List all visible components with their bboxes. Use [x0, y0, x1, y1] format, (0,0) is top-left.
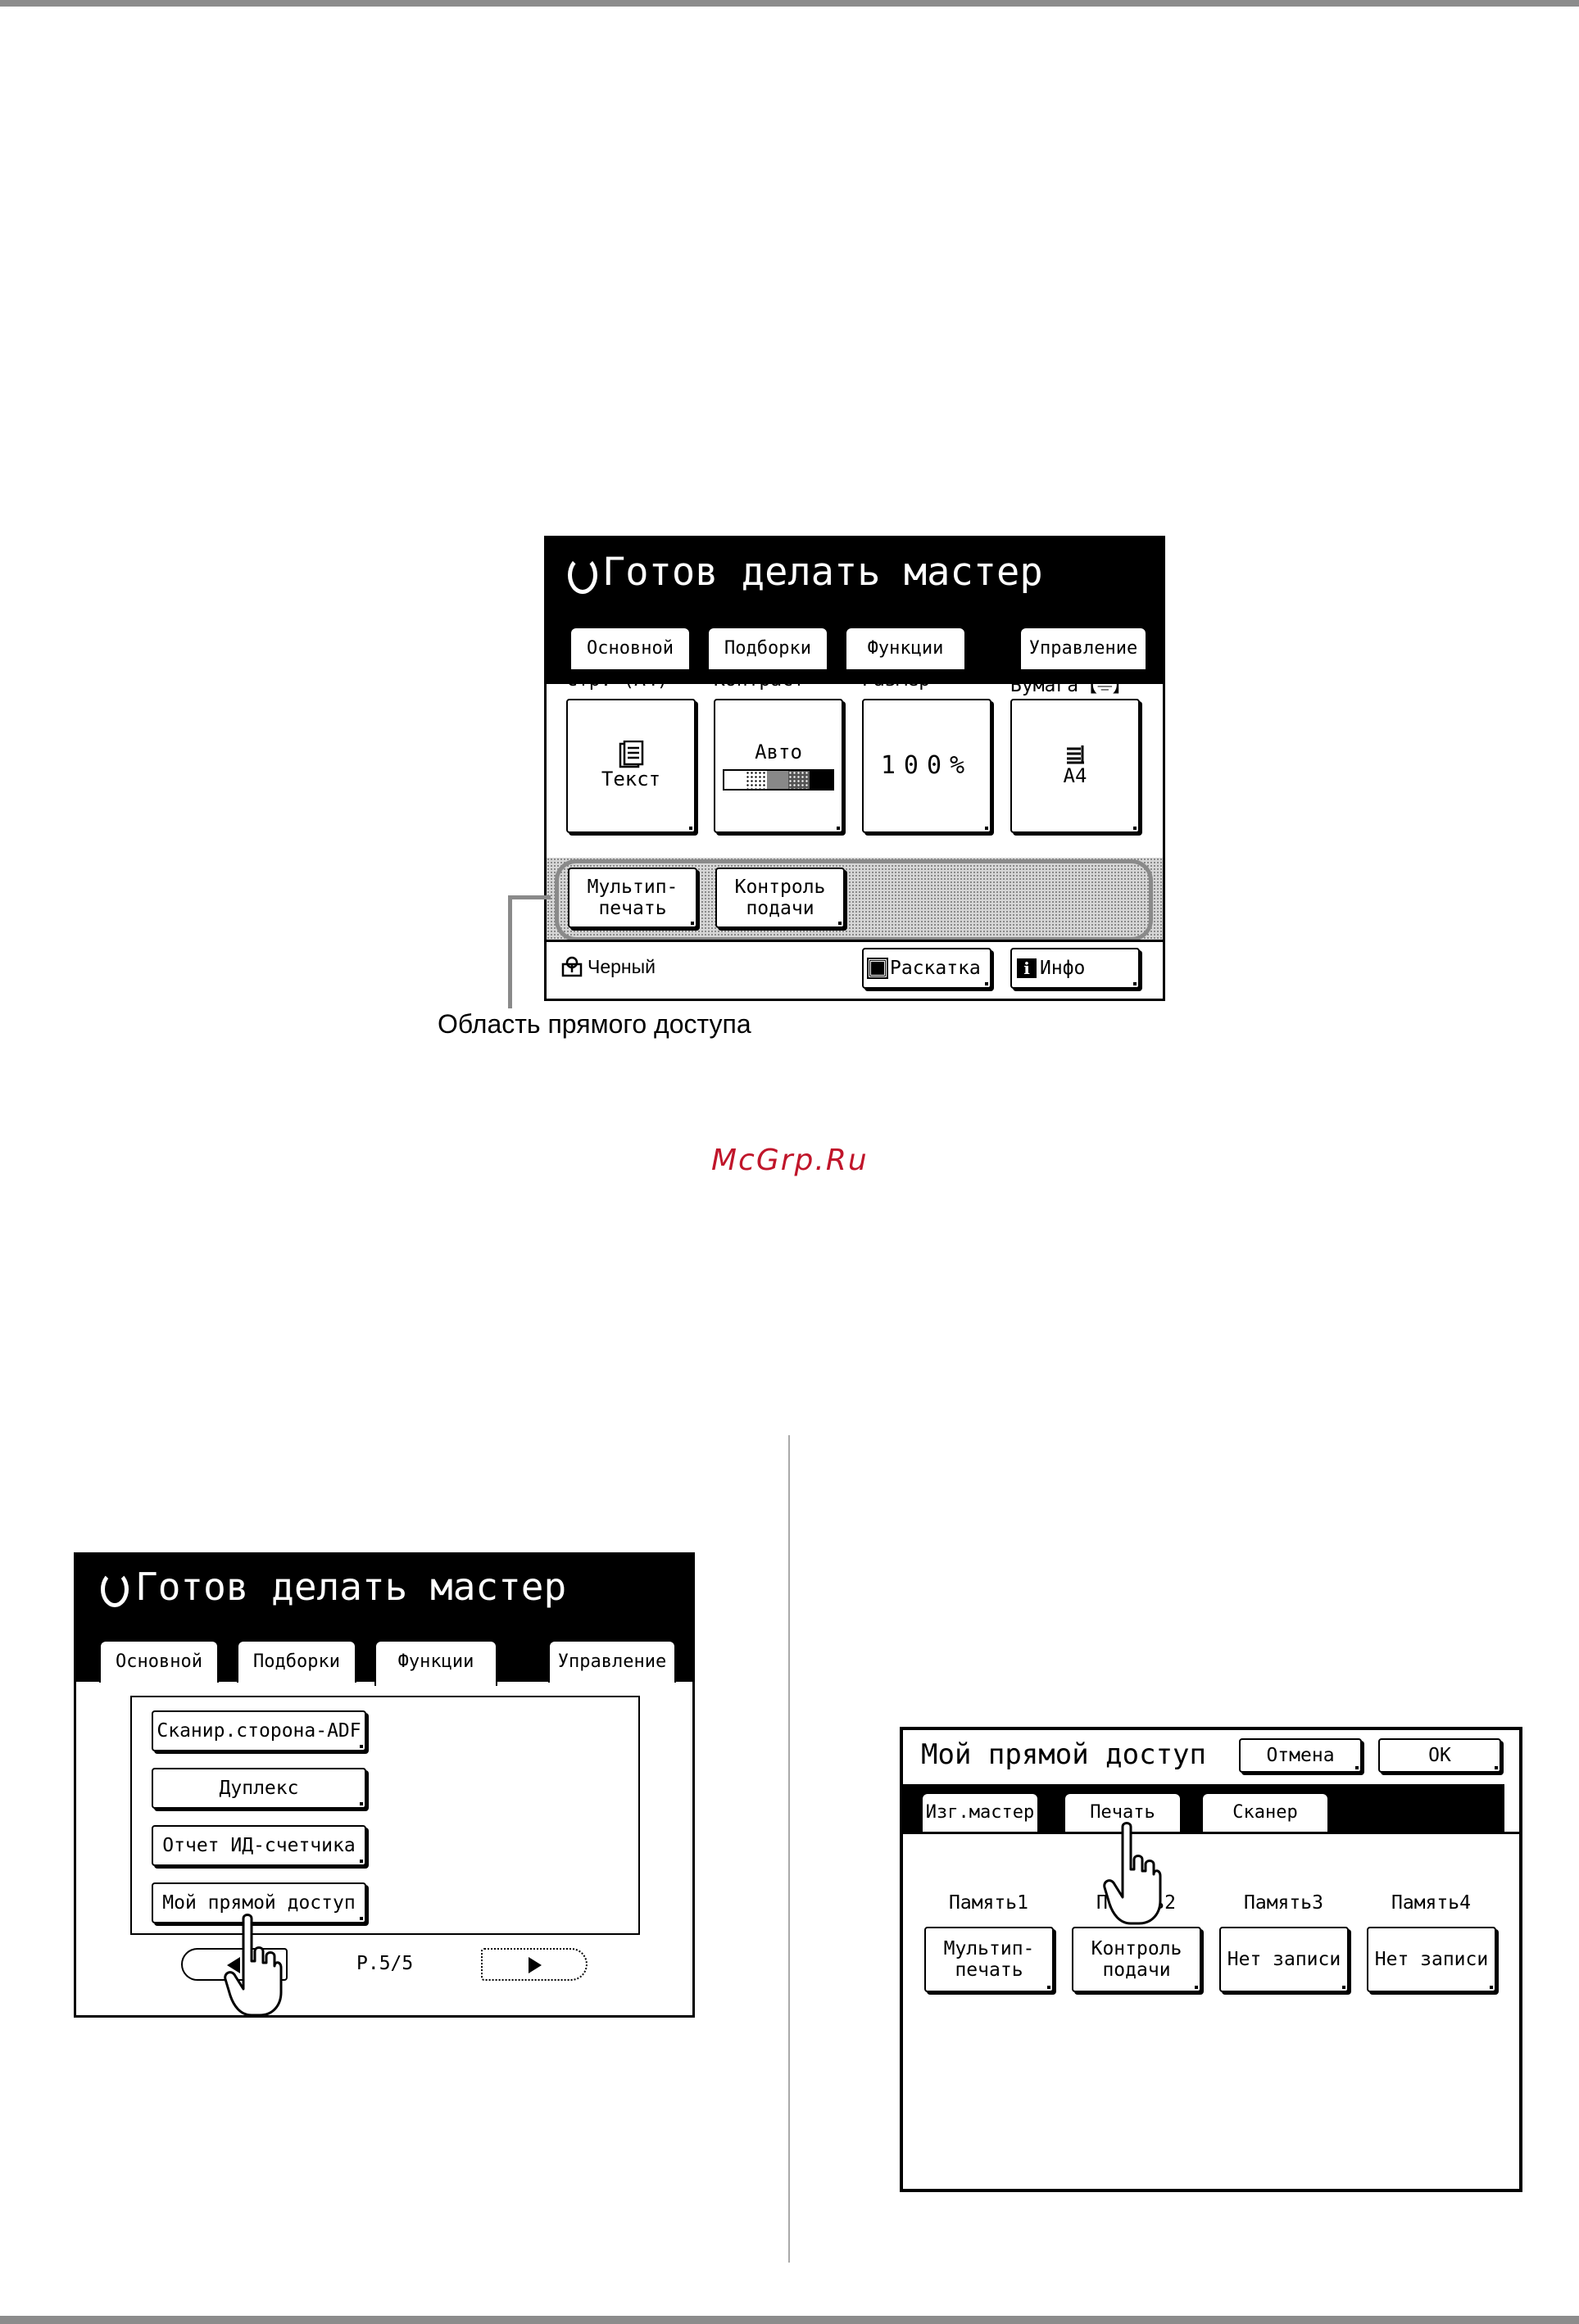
scan-side-adf-button[interactable]: Сканир.сторона-ADF — [152, 1710, 366, 1751]
contrast-scale — [723, 768, 834, 791]
callout-line-h — [508, 895, 551, 899]
tab-admin[interactable]: Управление — [548, 1640, 676, 1683]
callout-line-v — [508, 895, 512, 1008]
id-counter-report-button[interactable]: Отчет ИД-счетчика — [152, 1825, 366, 1866]
tab-underline — [903, 1832, 1519, 1834]
hand-pointer-icon — [1103, 1822, 1162, 1925]
memory-label-3: Память3 — [1244, 1892, 1323, 1914]
panel-screen-main: Готов делать мастер Основной Подборки Фу… — [544, 536, 1165, 1001]
tab-print[interactable]: Печать — [1064, 1792, 1182, 1833]
document-icon — [619, 741, 644, 768]
contrast-button[interactable]: Авто — [714, 699, 843, 833]
tab-master-making[interactable]: Изг.мастер — [921, 1792, 1039, 1833]
my-direct-access-button[interactable]: Мой прямой доступ — [152, 1882, 366, 1923]
direct-multiprint-button[interactable]: Мультип- печать — [568, 868, 697, 928]
label-contrast: Контраст — [714, 669, 805, 691]
power-icon — [568, 556, 597, 594]
page-type-button[interactable]: Текст — [566, 699, 696, 833]
column-divider — [788, 1435, 790, 2263]
collate-button[interactable]: Раскатка — [862, 948, 991, 989]
memory-slot-3-button[interactable]: Нет записи — [1219, 1927, 1349, 1992]
memory-label-1: Память1 — [949, 1892, 1028, 1914]
ok-button[interactable]: OK — [1378, 1738, 1501, 1773]
memory-label-4: Память4 — [1391, 1892, 1471, 1914]
collate-icon — [867, 958, 888, 979]
function-list-frame — [130, 1696, 640, 1935]
memory-slot-2-button[interactable]: Контроль подачи — [1072, 1927, 1201, 1992]
power-icon — [101, 1571, 129, 1607]
tab-sets[interactable]: Подборки — [707, 627, 828, 669]
tab-sets[interactable]: Подборки — [237, 1640, 356, 1683]
tab-basic[interactable]: Основной — [99, 1640, 219, 1683]
watermark: McGrp.Ru — [711, 1144, 869, 1177]
callout-label: Область прямого доступа — [438, 1009, 751, 1039]
label-paper: Бумага【⌯】 — [1010, 675, 1132, 696]
cancel-button[interactable]: Отмена — [1239, 1738, 1362, 1773]
screen-title: Мой прямой доступ — [921, 1738, 1206, 1771]
info-button[interactable]: i Инфо — [1010, 948, 1140, 989]
label-size: Размер — [862, 669, 931, 691]
panel-screen-my-direct-access: Мой прямой доступ Отмена OK Изг.мастер П… — [900, 1727, 1522, 2192]
label-page: Стр. (А4) — [566, 669, 669, 691]
tab-functions[interactable]: Функции — [374, 1640, 497, 1686]
size-button[interactable]: 100% — [862, 699, 991, 833]
tab-scanner[interactable]: Сканер — [1201, 1792, 1329, 1833]
hand-pointer-icon — [224, 1914, 283, 2017]
bottom-rule — [0, 2316, 1579, 2324]
direct-feed-control-button[interactable]: Контроль подачи — [715, 868, 845, 928]
paper-stack-icon — [1067, 745, 1084, 764]
tab-admin[interactable]: Управление — [1019, 627, 1147, 669]
status-title: Готов делать мастер — [135, 1565, 567, 1609]
duplex-button[interactable]: Дуплекс — [152, 1768, 366, 1809]
panel-screen-functions: Готов делать мастер Основной Подборки Фу… — [74, 1552, 695, 2018]
arrow-right-icon — [529, 1957, 542, 1973]
info-icon: i — [1017, 958, 1037, 978]
top-rule — [0, 0, 1579, 7]
paper-button[interactable]: A4 — [1010, 699, 1140, 833]
page-indicator: P.5/5 — [356, 1953, 414, 1974]
memory-slot-1-button[interactable]: Мультип- печать — [924, 1927, 1054, 1992]
status-title: Готов делать мастер — [602, 550, 1043, 595]
next-page-button[interactable] — [481, 1948, 588, 1981]
ink-drum-icon — [561, 956, 583, 977]
memory-slot-4-button[interactable]: Нет записи — [1367, 1927, 1496, 1992]
tab-functions[interactable]: Функции — [845, 627, 966, 669]
direct-access-highlight — [555, 859, 1153, 941]
arrow-left-icon — [227, 1957, 240, 1973]
ink-color-status: Черный — [560, 954, 656, 979]
footer-divider — [547, 940, 1163, 942]
tab-basic[interactable]: Основной — [569, 627, 691, 669]
